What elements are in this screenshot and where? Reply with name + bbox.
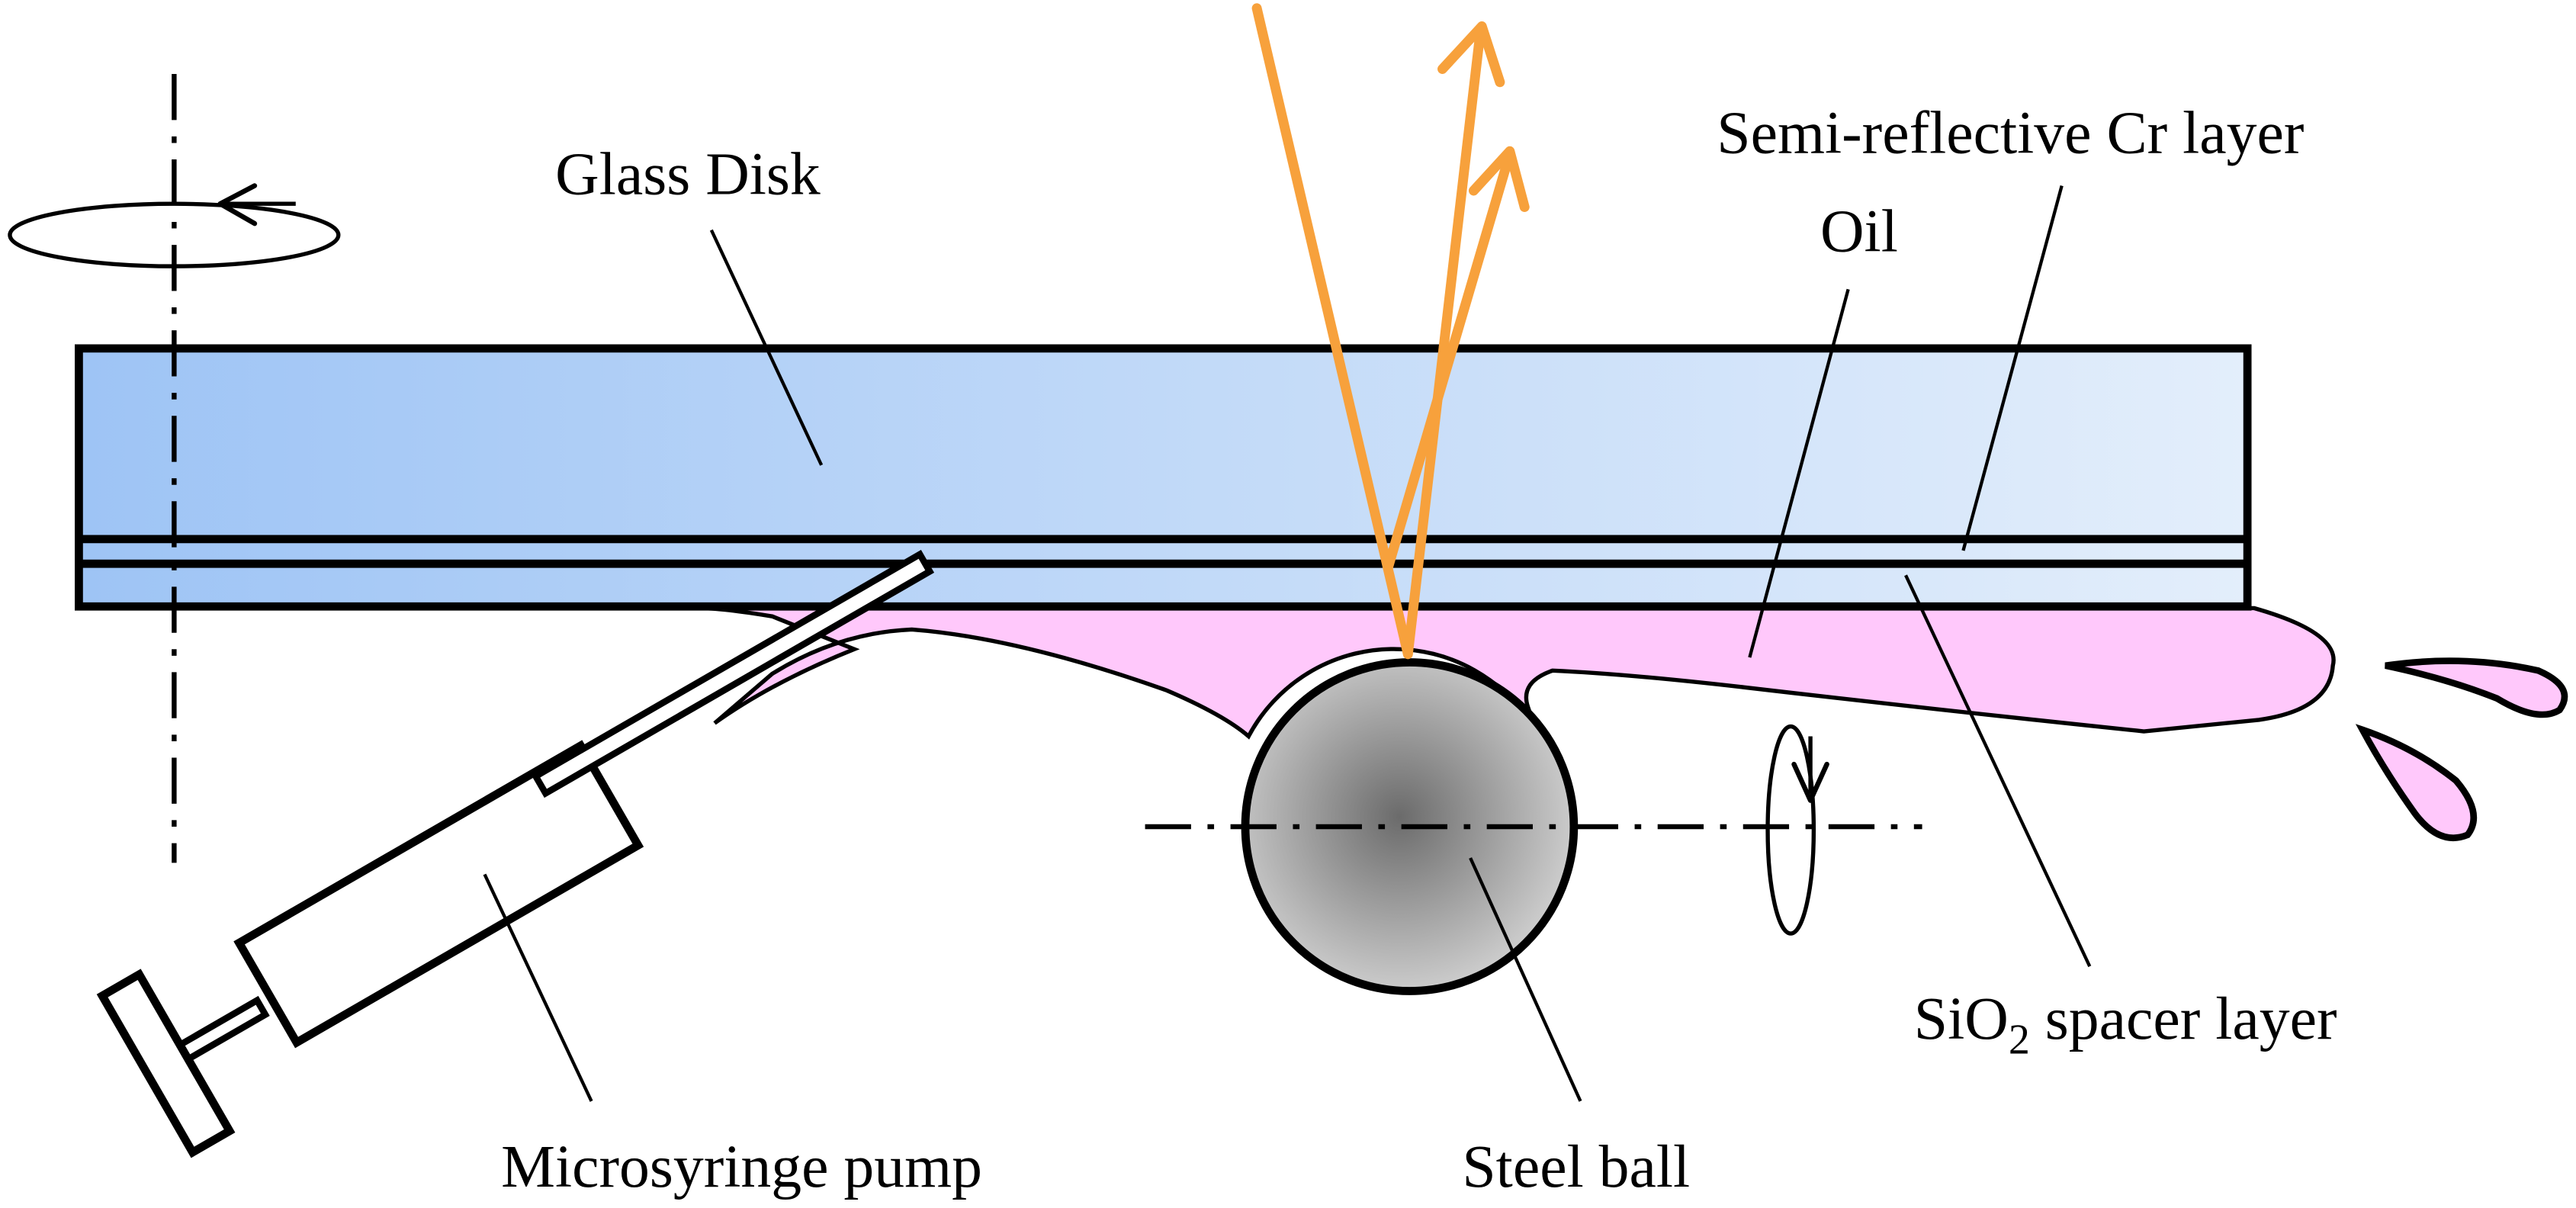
light-rays (1251, 3, 1530, 660)
microsyringe-leader (483, 873, 593, 1102)
oil-droplet-lower (2355, 724, 2478, 841)
spacer-label-sub: 2 (2009, 1016, 2030, 1063)
steel-ball-leader (1469, 857, 1582, 1102)
semi-reflective-label: Semi-reflective Cr layer (1717, 99, 2304, 166)
spacer-label-rest: spacer layer (2030, 985, 2337, 1052)
ball-rotation-ellipse (1765, 724, 1816, 936)
semi-reflective-leader (1961, 185, 2064, 551)
spacer-label: SiO2 spacer layer (1914, 985, 2337, 1063)
steel-ball-label: Steel ball (1462, 1133, 1690, 1200)
microsyringe-pump (96, 550, 935, 1158)
spacer-leader (1904, 574, 2092, 968)
rotation-arrow-icon (1791, 736, 1829, 803)
microsyringe-label: Microsyringe pump (501, 1133, 982, 1200)
disk-rotation-ellipse (8, 201, 341, 268)
oil-leader (1748, 288, 1850, 658)
glass-disk-label: Glass Disk (555, 140, 821, 207)
oil-label: Oil (1820, 198, 1898, 265)
rotation-arrow-icon (217, 183, 296, 226)
spacer-label-main: SiO (1914, 985, 2009, 1052)
glass-disk-leader (709, 229, 824, 466)
oil-droplet-upper (2385, 657, 2568, 718)
